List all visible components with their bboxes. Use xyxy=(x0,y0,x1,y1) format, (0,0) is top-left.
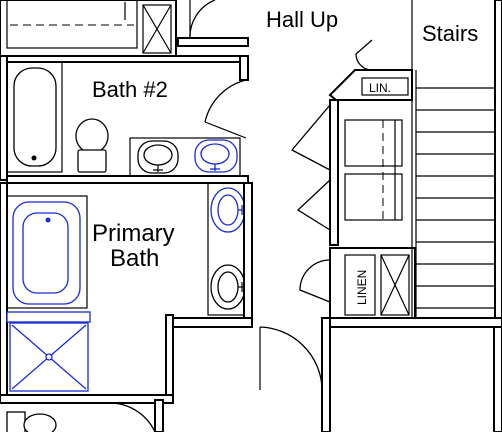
sink-bath2-left-icon xyxy=(137,140,179,174)
tub-drain-icon xyxy=(31,155,37,161)
sink-bath2-right-icon xyxy=(194,139,238,173)
sink-primary-top-icon xyxy=(210,187,246,233)
primary-bath-label-line1: Primary xyxy=(92,220,175,247)
stairs: Stairs xyxy=(411,0,502,319)
lower-right-wall xyxy=(493,326,502,432)
primary-bath: Primary Bath xyxy=(0,182,253,396)
hall-top-door xyxy=(177,0,249,47)
hall-label: Hall Up xyxy=(266,7,338,32)
primary-bath-label-line2: Bath xyxy=(110,245,159,272)
bath-2: Bath #2 xyxy=(0,55,249,181)
shower-primary-icon xyxy=(6,311,91,392)
bath-divider-wall xyxy=(6,175,249,184)
tub-primary-icon xyxy=(6,195,88,309)
hall-area: Hall Up LIN. LINEN xyxy=(266,7,502,432)
top-closet xyxy=(0,0,177,57)
linen-small-label: LIN. xyxy=(369,81,391,95)
toilet-lower-icon xyxy=(6,411,57,432)
linen-tall-label: LINEN xyxy=(355,270,369,305)
toilet-bath2-icon xyxy=(75,118,109,173)
bath-2-label: Bath #2 xyxy=(92,77,168,102)
stair-treads xyxy=(416,87,495,309)
bath-2-door xyxy=(204,79,247,139)
stairs-label: Stairs xyxy=(422,21,478,46)
sink-primary-bottom-icon xyxy=(210,264,246,310)
primary-bath-lower-walls xyxy=(0,314,323,432)
